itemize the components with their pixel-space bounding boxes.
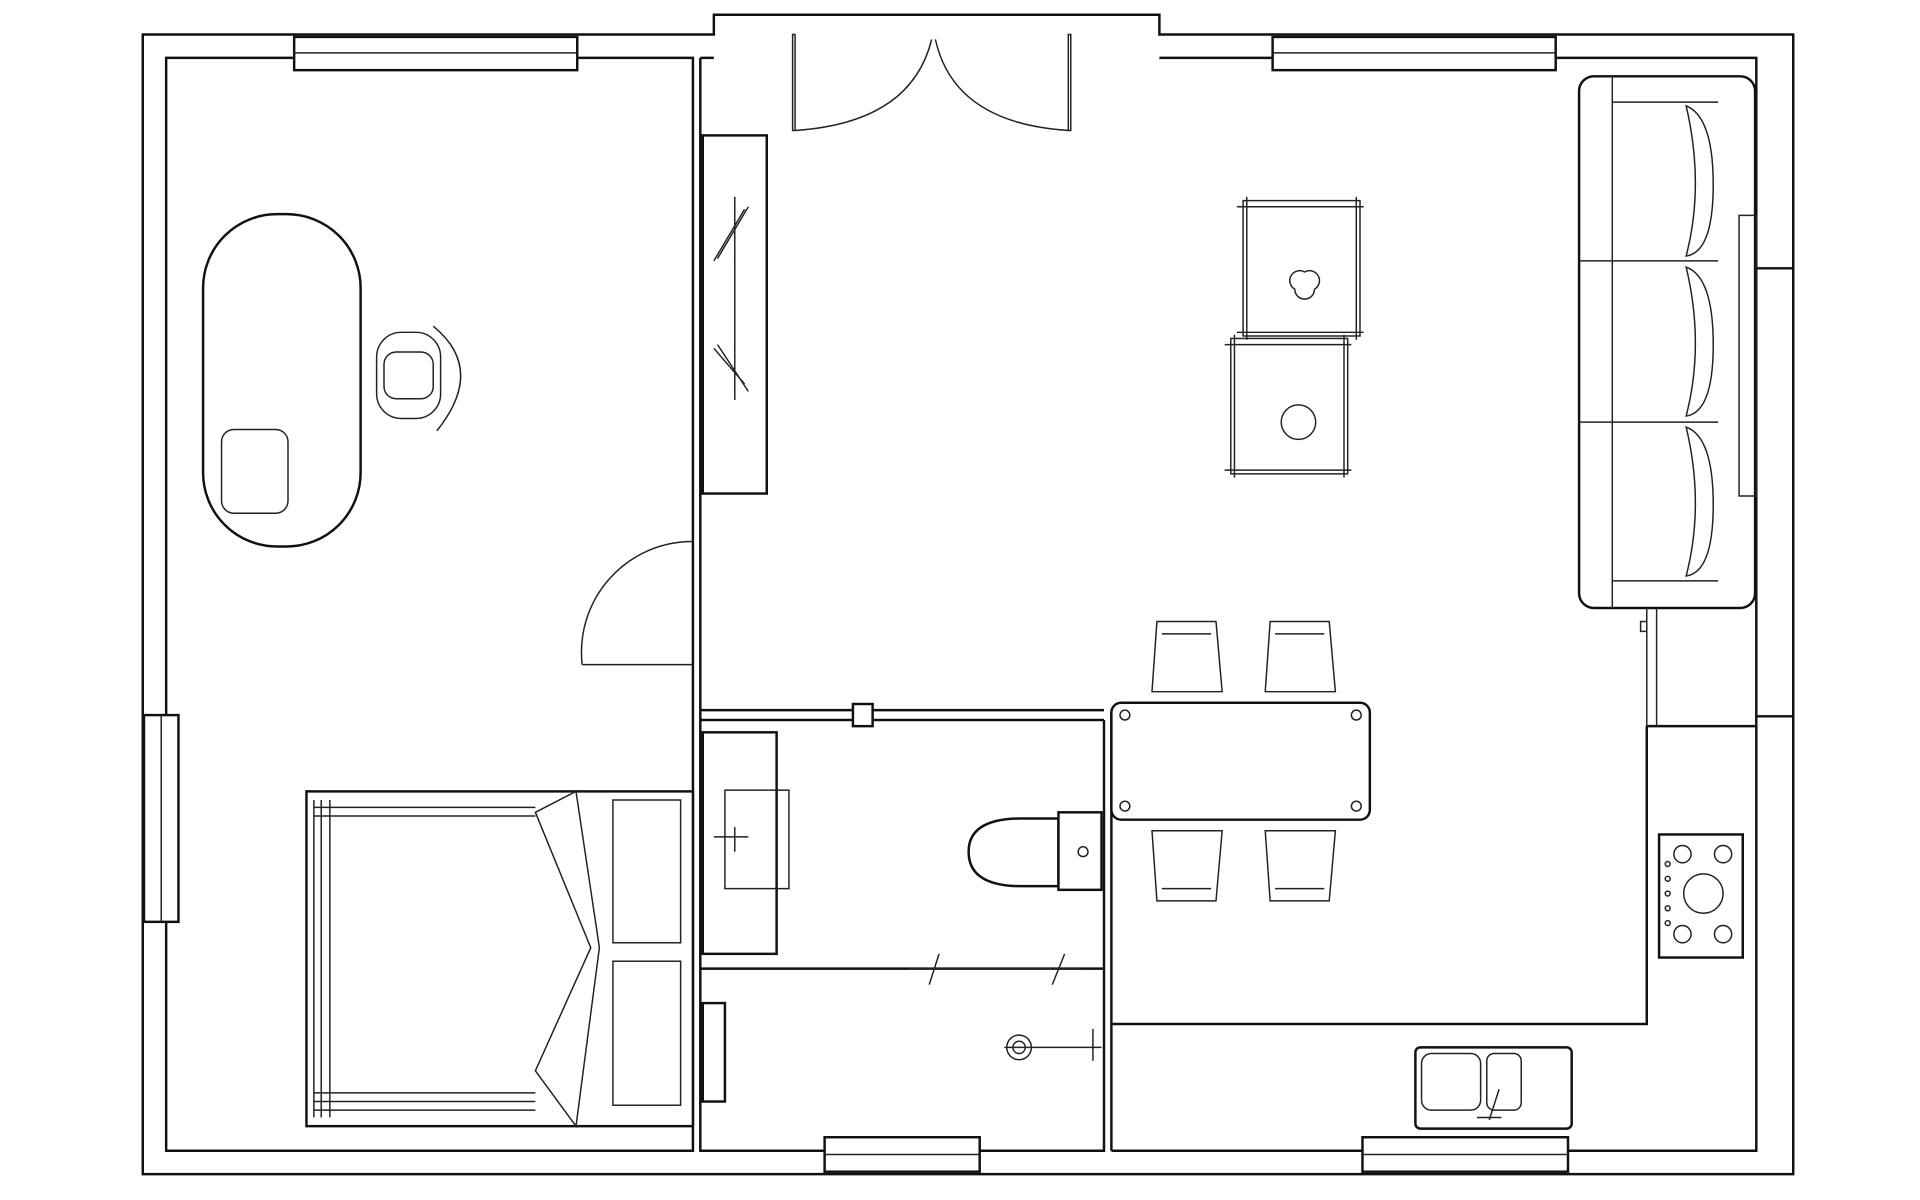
desk	[201, 212, 362, 548]
cooktop	[1657, 833, 1744, 959]
sofa	[1577, 75, 1758, 610]
windows	[142, 35, 1570, 1173]
entry-door[interactable]	[791, 33, 1072, 132]
bed	[305, 790, 695, 1129]
bathroom-cabinet	[701, 1001, 727, 1103]
toilet	[967, 811, 1103, 892]
bathroom-vanity	[701, 731, 790, 956]
fridge-cabinet	[1639, 608, 1658, 727]
desk-chair	[375, 325, 462, 432]
shower	[908, 953, 1102, 1061]
bathroom-door-marker	[851, 702, 874, 728]
bedroom-door[interactable]	[580, 540, 693, 666]
kitchen-sink	[1414, 1046, 1573, 1130]
dining-table	[1110, 701, 1372, 821]
wardrobe	[701, 134, 769, 495]
side-tables	[1224, 196, 1364, 478]
dining-chairs	[1151, 620, 1337, 902]
